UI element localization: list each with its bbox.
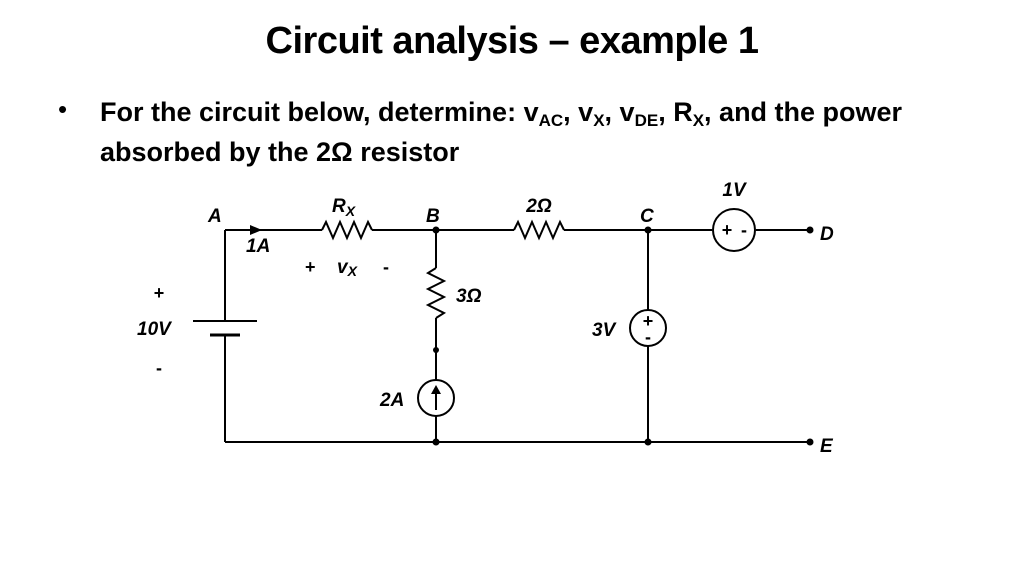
node-dot-3ohm-bottom bbox=[433, 347, 439, 353]
resistor-rx bbox=[321, 219, 373, 241]
resistor-2ohm bbox=[513, 219, 565, 241]
vx-label-sub: X bbox=[347, 263, 359, 279]
node-label-d: D bbox=[820, 224, 834, 245]
node-dot-d bbox=[806, 226, 814, 234]
battery-10v bbox=[193, 320, 257, 337]
source-3v-label: 3V bbox=[592, 320, 617, 341]
resistor-3ohm bbox=[425, 267, 447, 319]
current-source-label: 2A bbox=[379, 390, 404, 411]
source-1v-plus: + bbox=[722, 220, 733, 240]
problem-statement: For the circuit below, determine: vAC, v… bbox=[100, 92, 980, 172]
r3-label: 3Ω bbox=[456, 286, 482, 307]
r2-label: 2Ω bbox=[525, 196, 552, 217]
rx-label: RX bbox=[332, 196, 357, 219]
subscript-ac: AC bbox=[538, 111, 564, 130]
source-1v-minus: - bbox=[741, 220, 747, 240]
source-1v-label: 1V bbox=[722, 180, 747, 201]
rx-label-sub: X bbox=[345, 203, 357, 219]
vx-plus: + bbox=[305, 257, 316, 277]
node-dot-b bbox=[432, 226, 440, 234]
source-10v-minus: - bbox=[156, 358, 162, 378]
current-arrow-1a bbox=[250, 225, 262, 235]
node-label-c: C bbox=[640, 206, 654, 227]
voltage-source-3v bbox=[629, 309, 667, 347]
node-dot-bottom-b bbox=[432, 438, 440, 446]
subscript-de: DE bbox=[634, 111, 659, 130]
statement-part-4: , R bbox=[658, 97, 693, 127]
vx-minus: - bbox=[383, 257, 389, 277]
source-3v-plus: + bbox=[643, 311, 654, 331]
statement-part-3: , v bbox=[604, 97, 635, 127]
branch-current-label: 1A bbox=[246, 236, 270, 257]
rx-label-main: R bbox=[332, 196, 346, 217]
node-dot-e bbox=[806, 438, 814, 446]
node-dot-c bbox=[644, 226, 652, 234]
statement-part-5: , and the power absorbed by the 2Ω resis… bbox=[100, 97, 903, 167]
circuit-wires bbox=[224, 219, 810, 443]
node-dots bbox=[432, 226, 814, 446]
statement-part-2: , v bbox=[563, 97, 594, 127]
slide-title: Circuit analysis – example 1 bbox=[265, 20, 759, 62]
node-label-e: E bbox=[820, 436, 834, 457]
vx-label: vX bbox=[337, 257, 359, 279]
vx-label-main: v bbox=[337, 257, 349, 278]
statement-part-1: For the circuit below, determine: v bbox=[100, 97, 539, 127]
source-10v-label: 10V bbox=[137, 319, 172, 340]
voltage-source-1v bbox=[712, 208, 756, 252]
up-arrow-icon bbox=[431, 385, 441, 410]
node-label-b: B bbox=[426, 206, 440, 227]
source-10v-plus: + bbox=[154, 283, 165, 303]
node-label-a: A bbox=[207, 206, 222, 227]
subscript-rx: X bbox=[692, 111, 705, 130]
bullet-symbol: • bbox=[58, 94, 68, 124]
subscript-x: X bbox=[593, 111, 605, 130]
node-dot-bottom-c bbox=[644, 438, 652, 446]
source-3v-minus: - bbox=[645, 327, 651, 347]
